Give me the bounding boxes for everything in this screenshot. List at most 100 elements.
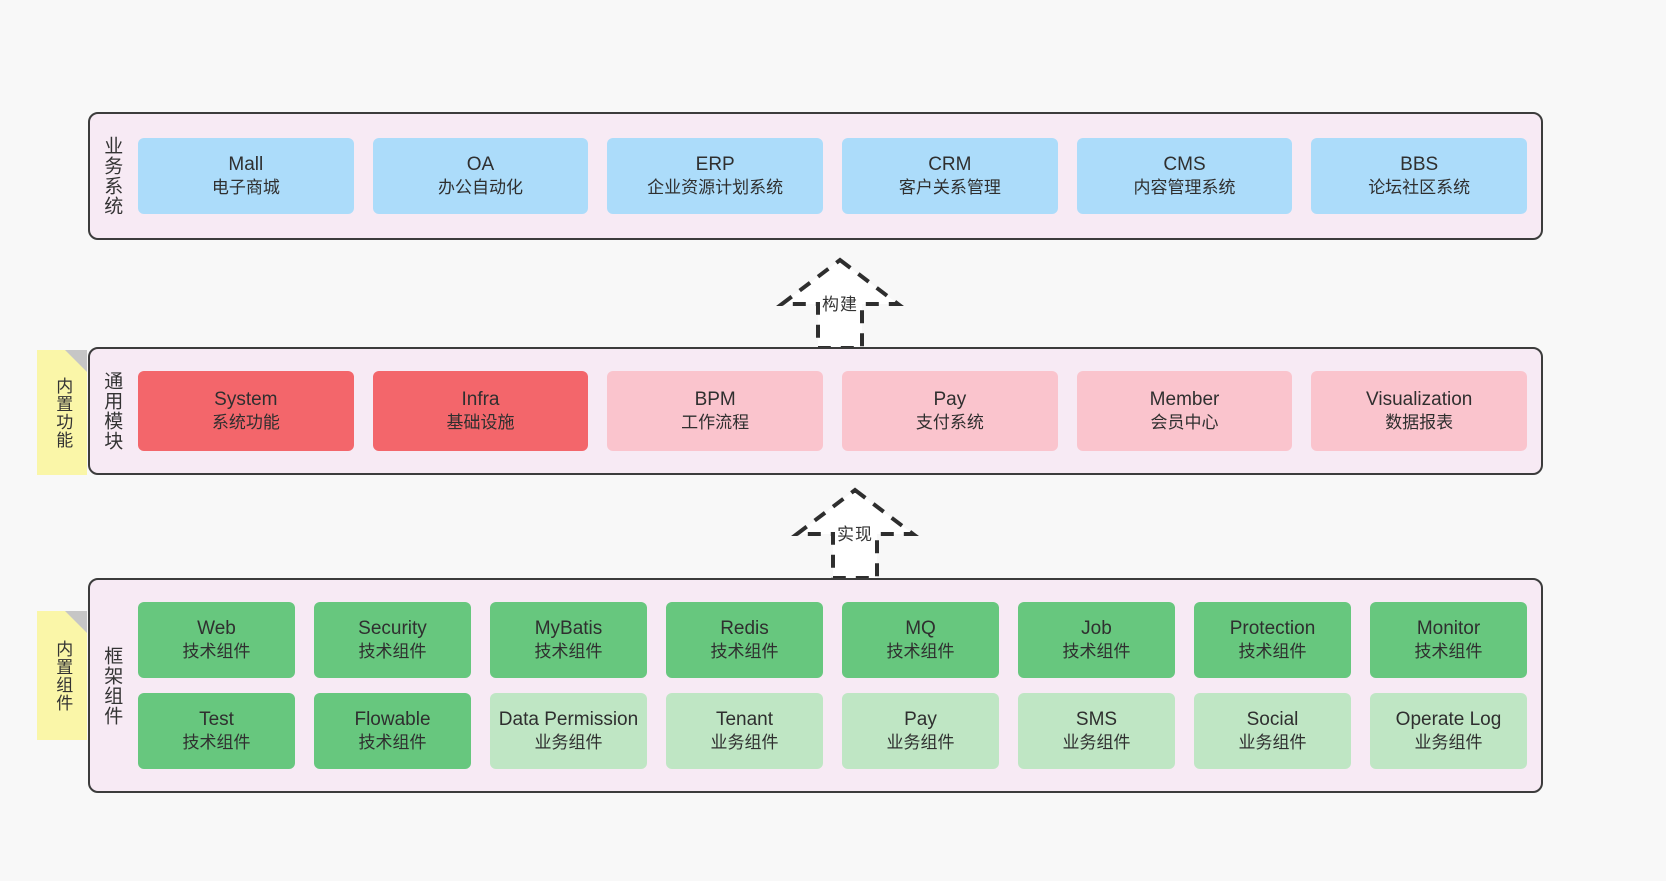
card-system[interactable]: System 系统功能 (138, 371, 354, 451)
card-social-title: Social (1246, 708, 1299, 730)
card-visualization-desc: 数据报表 (1385, 413, 1454, 433)
layer-body-framework-components: Web 技术组件 Security 技术组件 MyBatis 技术组件 Redi… (132, 580, 1541, 791)
card-bpm-desc: 工作流程 (681, 413, 750, 433)
card-bpm[interactable]: BPM 工作流程 (607, 371, 824, 451)
card-security-title: Security (358, 617, 427, 639)
card-mybatis[interactable]: MyBatis 技术组件 (490, 602, 647, 678)
layer-label-common-modules: 通用模块 (101, 371, 123, 451)
card-mall[interactable]: Mall 电子商城 (138, 138, 354, 214)
card-social[interactable]: Social 业务组件 (1194, 693, 1351, 769)
card-redis-title: Redis (720, 617, 769, 639)
card-tenant[interactable]: Tenant 业务组件 (666, 693, 823, 769)
card-oa-desc: 办公自动化 (438, 178, 523, 198)
card-security-desc: 技术组件 (358, 642, 427, 662)
card-pay-module-title: Pay (933, 388, 967, 410)
card-test-desc: 技术组件 (182, 733, 251, 753)
layer-label-business-system: 业务系统 (101, 136, 123, 216)
card-sms-title: SMS (1075, 708, 1118, 730)
card-web-title: Web (197, 617, 236, 639)
card-mybatis-title: MyBatis (534, 617, 603, 639)
card-erp[interactable]: ERP 企业资源计划系统 (607, 138, 824, 214)
layer-common-modules: 通用模块 System 系统功能 Infra 基础设施 BPM 工作流程 Pay (88, 347, 1543, 475)
card-data-permission-desc: 业务组件 (534, 733, 603, 753)
card-security[interactable]: Security 技术组件 (314, 602, 471, 678)
card-monitor-title: Monitor (1416, 617, 1481, 639)
card-pay-component[interactable]: Pay 业务组件 (842, 693, 999, 769)
layer-body-business-system: Mall 电子商城 OA 办公自动化 ERP 企业资源计划系统 CRM 客户关系… (132, 114, 1541, 238)
card-system-title: System (214, 388, 278, 410)
card-monitor[interactable]: Monitor 技术组件 (1370, 602, 1527, 678)
card-cms-title: CMS (1163, 153, 1206, 175)
card-web-desc: 技术组件 (182, 642, 251, 662)
card-web[interactable]: Web 技术组件 (138, 602, 295, 678)
card-test[interactable]: Test 技术组件 (138, 693, 295, 769)
card-visualization[interactable]: Visualization 数据报表 (1311, 371, 1528, 451)
card-mq[interactable]: MQ 技术组件 (842, 602, 999, 678)
layer-label-framework-components: 框架组件 (101, 645, 123, 726)
card-mall-desc: 电子商城 (211, 178, 280, 198)
card-mq-desc: 技术组件 (886, 642, 955, 662)
layer-framework-components: 框架组件 Web 技术组件 Security 技术组件 MyBatis 技术组件… (88, 578, 1543, 793)
card-sms[interactable]: SMS 业务组件 (1018, 693, 1175, 769)
arrow-build-label: 构建 (822, 295, 858, 314)
card-job-title: Job (1081, 617, 1112, 639)
card-erp-desc: 企业资源计划系统 (647, 178, 784, 198)
layer-body-common-modules: System 系统功能 Infra 基础设施 BPM 工作流程 Pay 支付系统… (132, 349, 1541, 473)
arrow-implement-label: 实现 (837, 525, 873, 544)
card-pay-module-desc: 支付系统 (915, 413, 984, 433)
card-pay-module[interactable]: Pay 支付系统 (842, 371, 1058, 451)
sticky-note-builtin-components: 内置组件 (37, 611, 87, 740)
arrow-build-icon (776, 257, 904, 350)
card-row-business-components: Test 技术组件 Flowable 技术组件 Data Permission … (138, 693, 1527, 769)
arrow-implement-icon (791, 487, 919, 580)
sticky-fold-corner-icon (65, 350, 87, 372)
card-protection[interactable]: Protection 技术组件 (1194, 602, 1351, 678)
card-tenant-desc: 业务组件 (710, 733, 779, 753)
card-visualization-title: Visualization (1366, 388, 1473, 410)
card-row-technical-components: Web 技术组件 Security 技术组件 MyBatis 技术组件 Redi… (138, 602, 1527, 678)
card-member-title: Member (1149, 388, 1220, 410)
card-crm[interactable]: CRM 客户关系管理 (842, 138, 1058, 214)
card-oa[interactable]: OA 办公自动化 (372, 138, 589, 214)
card-flowable-title: Flowable (354, 708, 431, 730)
sticky-note-builtin-features: 内置功能 (37, 350, 87, 475)
card-redis[interactable]: Redis 技术组件 (666, 602, 823, 678)
card-sms-desc: 业务组件 (1062, 733, 1131, 753)
card-mall-title: Mall (228, 153, 264, 175)
card-erp-title: ERP (695, 153, 735, 175)
card-bpm-title: BPM (694, 388, 736, 410)
card-row-common-modules: System 系统功能 Infra 基础设施 BPM 工作流程 Pay 支付系统… (138, 371, 1528, 451)
card-data-permission-title: Data Permission (498, 708, 639, 730)
card-mq-title: MQ (905, 617, 936, 639)
arrow-build: 构建 (750, 252, 930, 352)
card-member-desc: 会员中心 (1150, 413, 1219, 433)
card-protection-desc: 技术组件 (1238, 642, 1307, 662)
card-system-desc: 系统功能 (211, 413, 280, 433)
card-flowable[interactable]: Flowable 技术组件 (314, 693, 471, 769)
card-infra[interactable]: Infra 基础设施 (372, 371, 589, 451)
card-data-permission[interactable]: Data Permission 业务组件 (490, 693, 647, 769)
card-mybatis-desc: 技术组件 (534, 642, 603, 662)
layer-business-system: 业务系统 Mall 电子商城 OA 办公自动化 ERP 企业资源计划系统 CRM (88, 112, 1543, 240)
arrow-implement: 实现 (765, 482, 945, 582)
card-member[interactable]: Member 会员中心 (1076, 371, 1293, 451)
card-row-business-system: Mall 电子商城 OA 办公自动化 ERP 企业资源计划系统 CRM 客户关系… (138, 138, 1528, 214)
card-job[interactable]: Job 技术组件 (1018, 602, 1175, 678)
card-operate-log[interactable]: Operate Log 业务组件 (1370, 693, 1527, 769)
card-social-desc: 业务组件 (1238, 733, 1307, 753)
card-bbs-desc: 论坛社区系统 (1368, 178, 1471, 198)
card-redis-desc: 技术组件 (710, 642, 779, 662)
card-cms[interactable]: CMS 内容管理系统 (1076, 138, 1293, 214)
card-bbs[interactable]: BBS 论坛社区系统 (1311, 138, 1528, 214)
card-infra-title: Infra (461, 388, 500, 410)
card-crm-desc: 客户关系管理 (898, 178, 1001, 198)
card-operate-log-desc: 业务组件 (1414, 733, 1483, 753)
sticky-fold-corner-icon (65, 611, 87, 633)
card-tenant-title: Tenant (715, 708, 774, 730)
card-crm-title: CRM (928, 153, 972, 175)
sticky-note-builtin-features-label: 内置功能 (53, 376, 73, 449)
sticky-note-builtin-components-label: 内置组件 (53, 639, 73, 712)
card-monitor-desc: 技术组件 (1414, 642, 1483, 662)
card-operate-log-title: Operate Log (1395, 708, 1502, 730)
